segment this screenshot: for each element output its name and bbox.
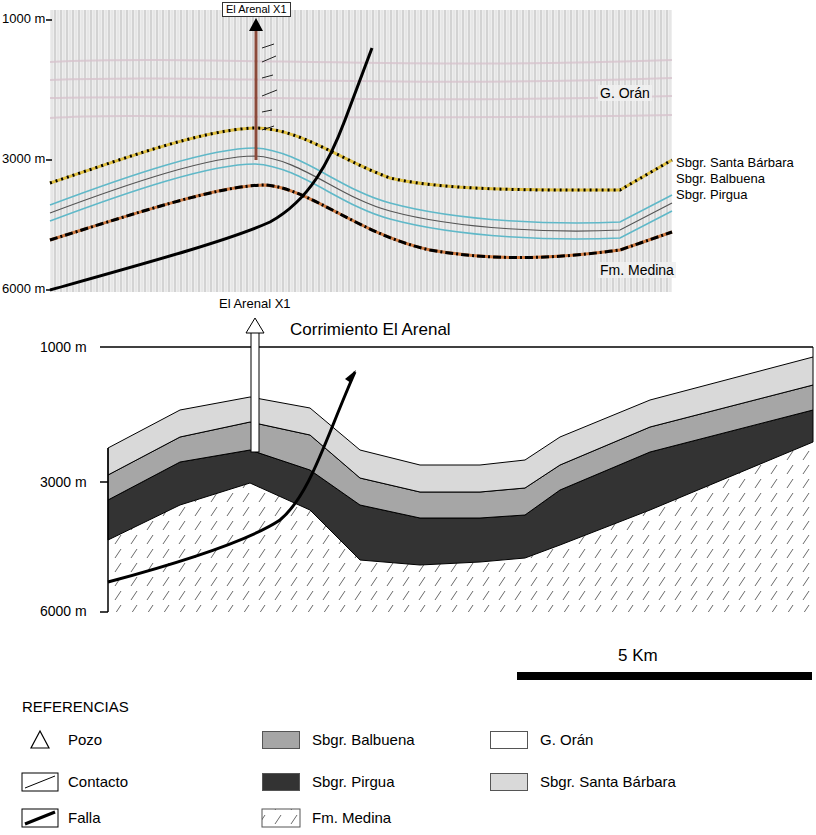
- legend-swatch: [490, 731, 528, 749]
- legend-text: G. Orán: [540, 731, 593, 748]
- legend-text: Falla: [68, 809, 101, 826]
- well-label: El Arenal X1: [222, 2, 291, 17]
- legend-swatch: [262, 731, 300, 749]
- unit-label: Sbgr. Balbuena: [676, 172, 765, 187]
- depth-label: 6000 m: [2, 282, 45, 297]
- depth-label: 6000 m: [40, 603, 87, 619]
- well-label: El Arenal X1: [219, 297, 291, 312]
- legend-swatch: [262, 773, 300, 791]
- legend-text: Sbgr. Balbuena: [312, 731, 415, 748]
- seismic-panel: [46, 10, 672, 292]
- legend-title: REFERENCIAS: [22, 698, 129, 715]
- legend-text: Sbgr. Santa Bárbara: [540, 773, 676, 790]
- depth-label: 1000 m: [40, 339, 87, 355]
- cross-section: [100, 318, 813, 612]
- legend-text: Contacto: [68, 773, 128, 790]
- legend-text: Sbgr. Pirgua: [312, 773, 395, 790]
- unit-label: Fm. Medina: [598, 262, 676, 278]
- unit-label: Sbgr. Santa Bárbara: [676, 156, 794, 171]
- legend-text: Fm. Medina: [312, 809, 391, 826]
- scale-label: 5 Km: [618, 646, 658, 666]
- depth-label: 3000 m: [40, 474, 87, 490]
- depth-label: 1000 m: [2, 12, 45, 27]
- scale-bar: [517, 672, 812, 680]
- unit-label: Sbgr. Pirgua: [676, 188, 748, 203]
- legend-swatch: [490, 773, 528, 791]
- fault-label: Corrimiento El Arenal: [290, 320, 451, 340]
- legend-samples: [22, 731, 300, 827]
- legend-text: Pozo: [68, 731, 102, 748]
- depth-label: 3000 m: [2, 152, 45, 167]
- unit-label: G. Orán: [598, 85, 652, 101]
